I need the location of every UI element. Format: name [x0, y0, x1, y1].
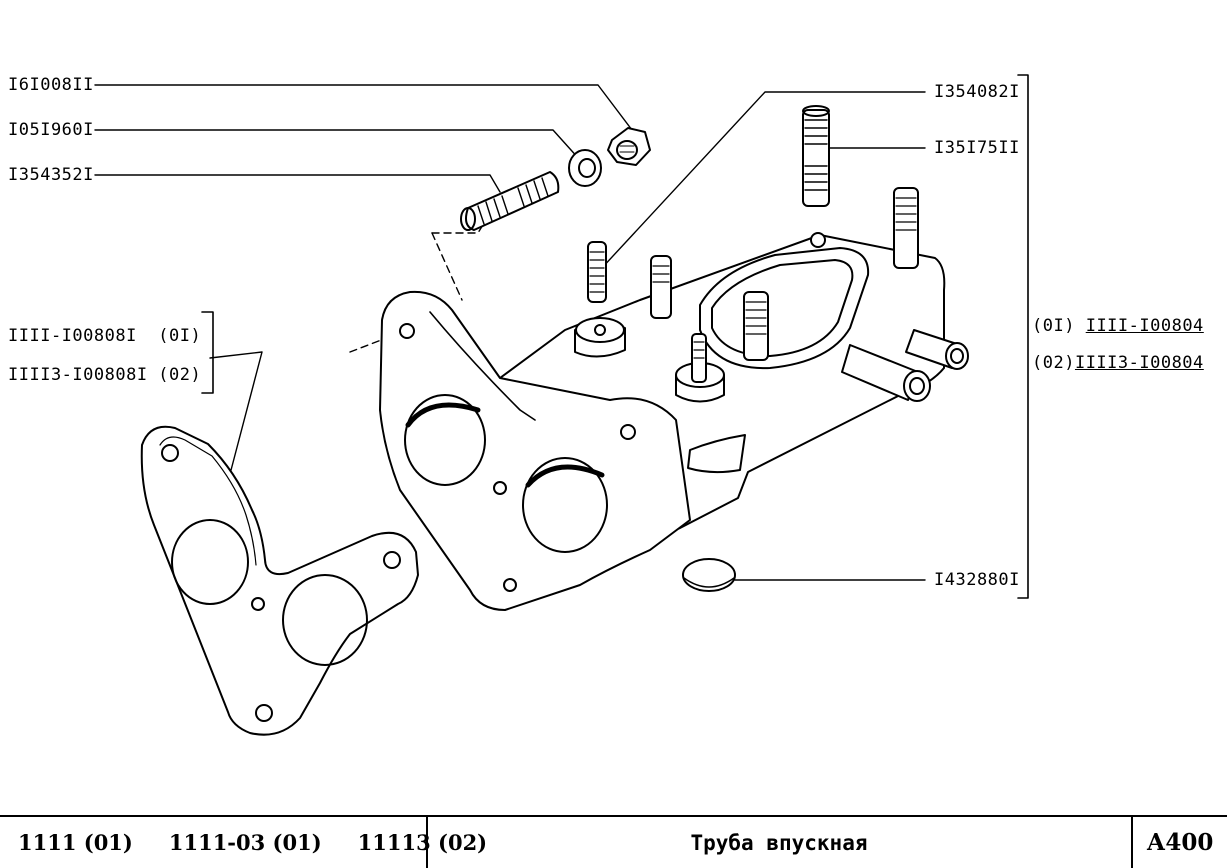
label-gasket-01: IIII-I00808I (0I): [8, 326, 202, 346]
label-pipe-02-prefix: (02): [1032, 353, 1075, 373]
footer-divider: [426, 817, 428, 868]
label-nut: I6I008II: [8, 75, 94, 95]
model-item: 1111-03 (01): [168, 830, 322, 855]
label-pipe-01-prefix: (0I): [1032, 316, 1075, 336]
label-long-stud: I354352I: [8, 165, 94, 185]
tall-stud-part: [802, 105, 830, 207]
model-item: 11113 (02): [357, 830, 488, 855]
body-studs: [587, 187, 919, 383]
label-pipe-02: (02)IIII3-I00804: [1032, 353, 1204, 373]
model-list: 1111 (01) 1111-03 (01) 11113 (02): [18, 817, 523, 868]
label-tall-stud: I35I75II: [934, 138, 1020, 158]
label-pipe-01-number: IIII-I00804: [1085, 316, 1204, 336]
sheet-title: Труба впускная: [690, 830, 868, 855]
label-pipe-01: (0I) IIII-I00804: [1032, 316, 1204, 336]
leader-lines: [94, 84, 926, 581]
footer-divider: [1131, 817, 1133, 868]
label-pipe-02-number: IIII3-I00804: [1074, 353, 1204, 373]
long-stud-part: [460, 171, 560, 231]
label-washer: I05I960I: [8, 120, 94, 140]
gasket-part: [140, 425, 419, 736]
label-small-stud: I354082I: [934, 82, 1020, 102]
label-plug: I432880I: [934, 570, 1020, 590]
plug-part: [682, 558, 736, 592]
model-item: 1111 (01): [18, 830, 133, 855]
title-block: 1111 (01) 1111-03 (01) 11113 (02) Труба …: [0, 815, 1227, 868]
sheet-code: А400: [1146, 829, 1214, 856]
label-gasket-02: IIII3-I00808I (02): [8, 365, 202, 385]
callout-brackets: [201, 74, 1029, 599]
intake-pipe-exploded-drawing: [94, 74, 1029, 736]
washer-part: [568, 149, 602, 187]
intake-pipe-body: [379, 232, 946, 611]
side-nipples: [841, 329, 969, 402]
nut-part: [607, 127, 651, 166]
